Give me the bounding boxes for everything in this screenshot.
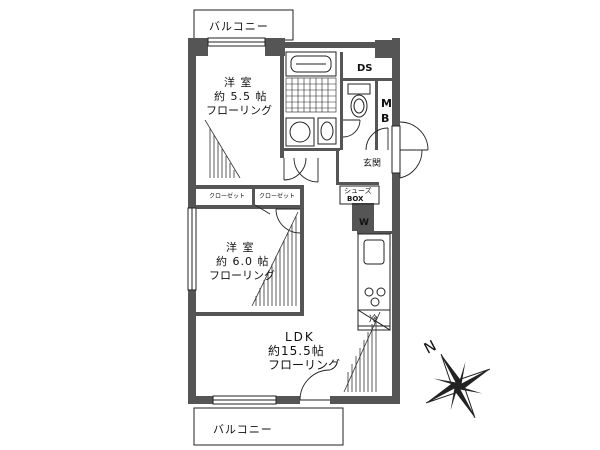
room-western-a-size: 約 5.5 帖 — [214, 89, 268, 103]
flooring-hatch-b — [251, 211, 299, 307]
room-western-b-size: 約 6.0 帖 — [216, 254, 270, 268]
room-western-a-name: 洋 室 — [224, 75, 253, 89]
flooring-hatch-ldk — [343, 311, 381, 393]
balcony-top: バルコニー — [193, 9, 294, 41]
interior-walls — [196, 48, 392, 316]
compass-north-label: N — [421, 336, 439, 357]
fridge-label: 冷 — [369, 313, 378, 325]
closet-1-label: クローゼット — [209, 192, 245, 200]
doors — [254, 119, 429, 401]
balcony-top-label: バルコニー — [209, 20, 269, 33]
shoes-box: シューズ BOX — [339, 185, 380, 205]
outer-walls — [188, 38, 400, 404]
ds-label: DS — [357, 63, 373, 74]
bathtub — [285, 51, 337, 77]
room-ldk: LDK 約15.5帖 フローリング — [268, 330, 340, 372]
w-label: W — [359, 218, 369, 228]
entrance-label: 玄関 — [363, 157, 381, 169]
room-ldk-floor: フローリング — [268, 358, 340, 372]
washbasin — [317, 117, 337, 145]
room-western-b-name: 洋 室 — [226, 240, 255, 254]
room-ldk-size: 約15.5帖 — [268, 343, 325, 358]
balcony-bottom-label: バルコニー — [213, 423, 273, 436]
room-ldk-name: LDK — [285, 330, 315, 344]
mb-label-b: B — [381, 112, 389, 125]
flooring-hatch-a — [204, 119, 241, 179]
windows — [187, 37, 401, 405]
washing-machine — [285, 117, 315, 147]
toilet — [347, 83, 371, 118]
mb-label-m: M — [381, 97, 392, 110]
room-western-a-floor: フローリング — [206, 103, 272, 117]
balcony-bottom: バルコニー — [193, 407, 344, 446]
room-western-a: 洋 室 約 5.5 帖 フローリング — [206, 75, 272, 117]
bathroom-tile — [285, 77, 337, 113]
shoes-box-label-1: シューズ — [344, 186, 372, 195]
closet-2-label: クローゼット — [259, 192, 295, 200]
room-western-b: 洋 室 約 6.0 帖 フローリング — [209, 240, 275, 282]
compass-rose — [425, 353, 491, 419]
shoes-box-label-2: BOX — [347, 195, 364, 203]
room-western-b-floor: フローリング — [209, 268, 275, 282]
